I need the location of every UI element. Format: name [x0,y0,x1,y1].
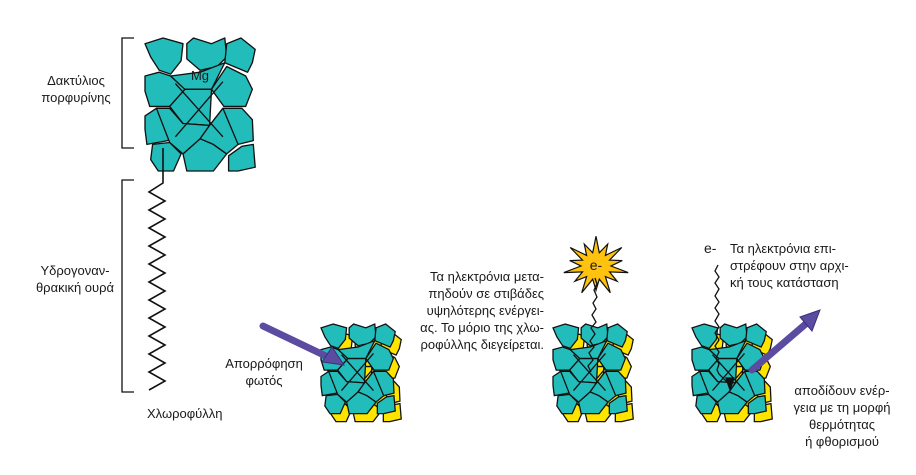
chlorophyll-label: Χλωροφύλλη [147,406,223,421]
emission-arrow-icon [748,309,821,374]
release-text: αποδίδουν ενέρ- γεια με τη μορφή θερμότη… [793,383,891,449]
electron-return-arrow-icon [714,264,735,393]
magnesium-label: Mg [191,68,209,83]
hydrocarbon-tail [147,148,167,391]
light-absorption-label: Απορρόφηση φωτός [225,356,303,388]
electron-return-symbol: e- [704,240,717,256]
hydrocarbon-tail-label: Υδρογοναν- θρακική ουρά [35,263,115,295]
excited-electron-label: e- [590,257,603,273]
porphyrin-ring-label: Δακτύλιος πορφυρίνης [41,73,111,105]
light-absorption-arrow-icon [259,322,346,366]
tail-bracket [121,179,134,393]
relaxing-ring [691,323,773,423]
excitation-squiggle-icon [587,277,598,373]
porphyrin-bracket [121,37,134,149]
return-text: Τα ηλεκτρόνια επι- στρέφουν στην αρχι- κ… [730,241,849,290]
ground-state-ring [320,323,402,423]
starburst-icon [563,236,629,294]
excited-ring [552,323,634,423]
porphyrin-ring [144,37,256,172]
excitation-text: Τα ηλεκτρόνια μετα- πηδούν σε στιβάδες υ… [420,269,544,352]
